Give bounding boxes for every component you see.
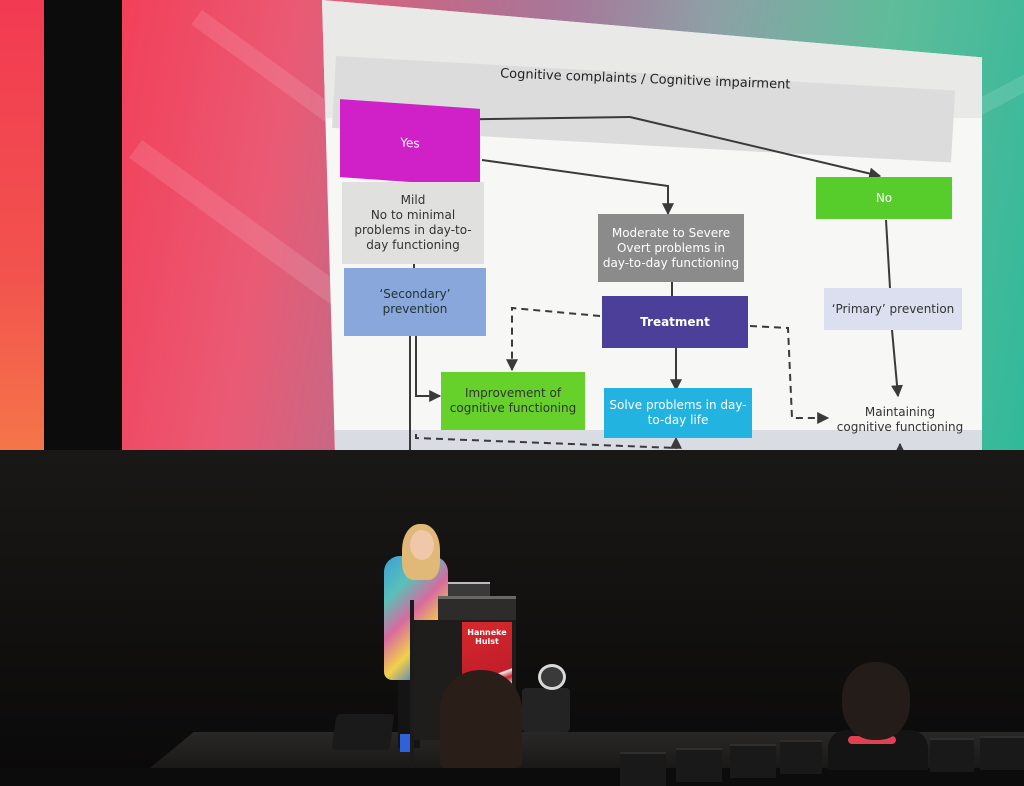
spotlight-base <box>522 688 570 732</box>
moderate-severe-label: Moderate to Severe Overt problems in day… <box>602 225 740 270</box>
no-label: No <box>875 190 893 205</box>
primary-prevention-box: ‘Primary’ prevention <box>824 288 962 330</box>
secondary-prevention-label: ‘Secondary’ prevention <box>379 287 451 316</box>
audience-member-head <box>440 670 522 768</box>
maintaining-box: Maintaining cognitive functioning <box>832 400 968 440</box>
audience-seat <box>620 752 666 786</box>
lanyard <box>848 736 896 744</box>
secondary-prevention-box: ‘Secondary’ prevention <box>344 268 486 336</box>
solve-problems-box: Solve problems in day-to-day life <box>604 388 752 438</box>
speaker-first-name: Hanneke <box>467 628 507 637</box>
treatment-label: Treatment <box>640 314 710 329</box>
mild-title: Mild <box>400 193 426 207</box>
improvement-box: Improvement of cognitive functioning <box>441 372 585 430</box>
solve-problems-label: Solve problems in day-to-day life <box>609 398 747 427</box>
audience-seat <box>676 748 722 782</box>
audience-seat <box>980 736 1024 770</box>
audience-member-head <box>842 662 910 740</box>
improvement-label: Improvement of cognitive functioning <box>449 386 577 415</box>
audience-seat <box>930 738 974 772</box>
treatment-box: Treatment <box>602 296 748 348</box>
audience-seat <box>730 744 776 778</box>
presenter-face <box>410 530 434 560</box>
no-box: No <box>816 177 952 219</box>
audience-seat <box>780 740 822 774</box>
music-stand <box>410 600 414 768</box>
yes-box: Yes <box>340 99 480 187</box>
moderate-severe-box: Moderate to Severe Overt problems in day… <box>598 214 744 282</box>
yes-label: Yes <box>400 134 420 151</box>
spotlight-lamp <box>538 664 566 690</box>
podium-top <box>438 596 516 623</box>
mild-box: Mild No to minimal problems in day-to-da… <box>342 182 484 264</box>
floor-monitor-speaker <box>331 714 395 750</box>
side-screen <box>0 0 44 455</box>
maintaining-label: Maintaining cognitive functioning <box>836 405 964 434</box>
primary-prevention-label: ‘Primary’ prevention <box>831 301 955 316</box>
laptop <box>448 582 490 598</box>
speaker-last-name: Hulst <box>475 637 499 647</box>
mild-description: No to minimal problems in day-to-day fun… <box>354 208 472 252</box>
